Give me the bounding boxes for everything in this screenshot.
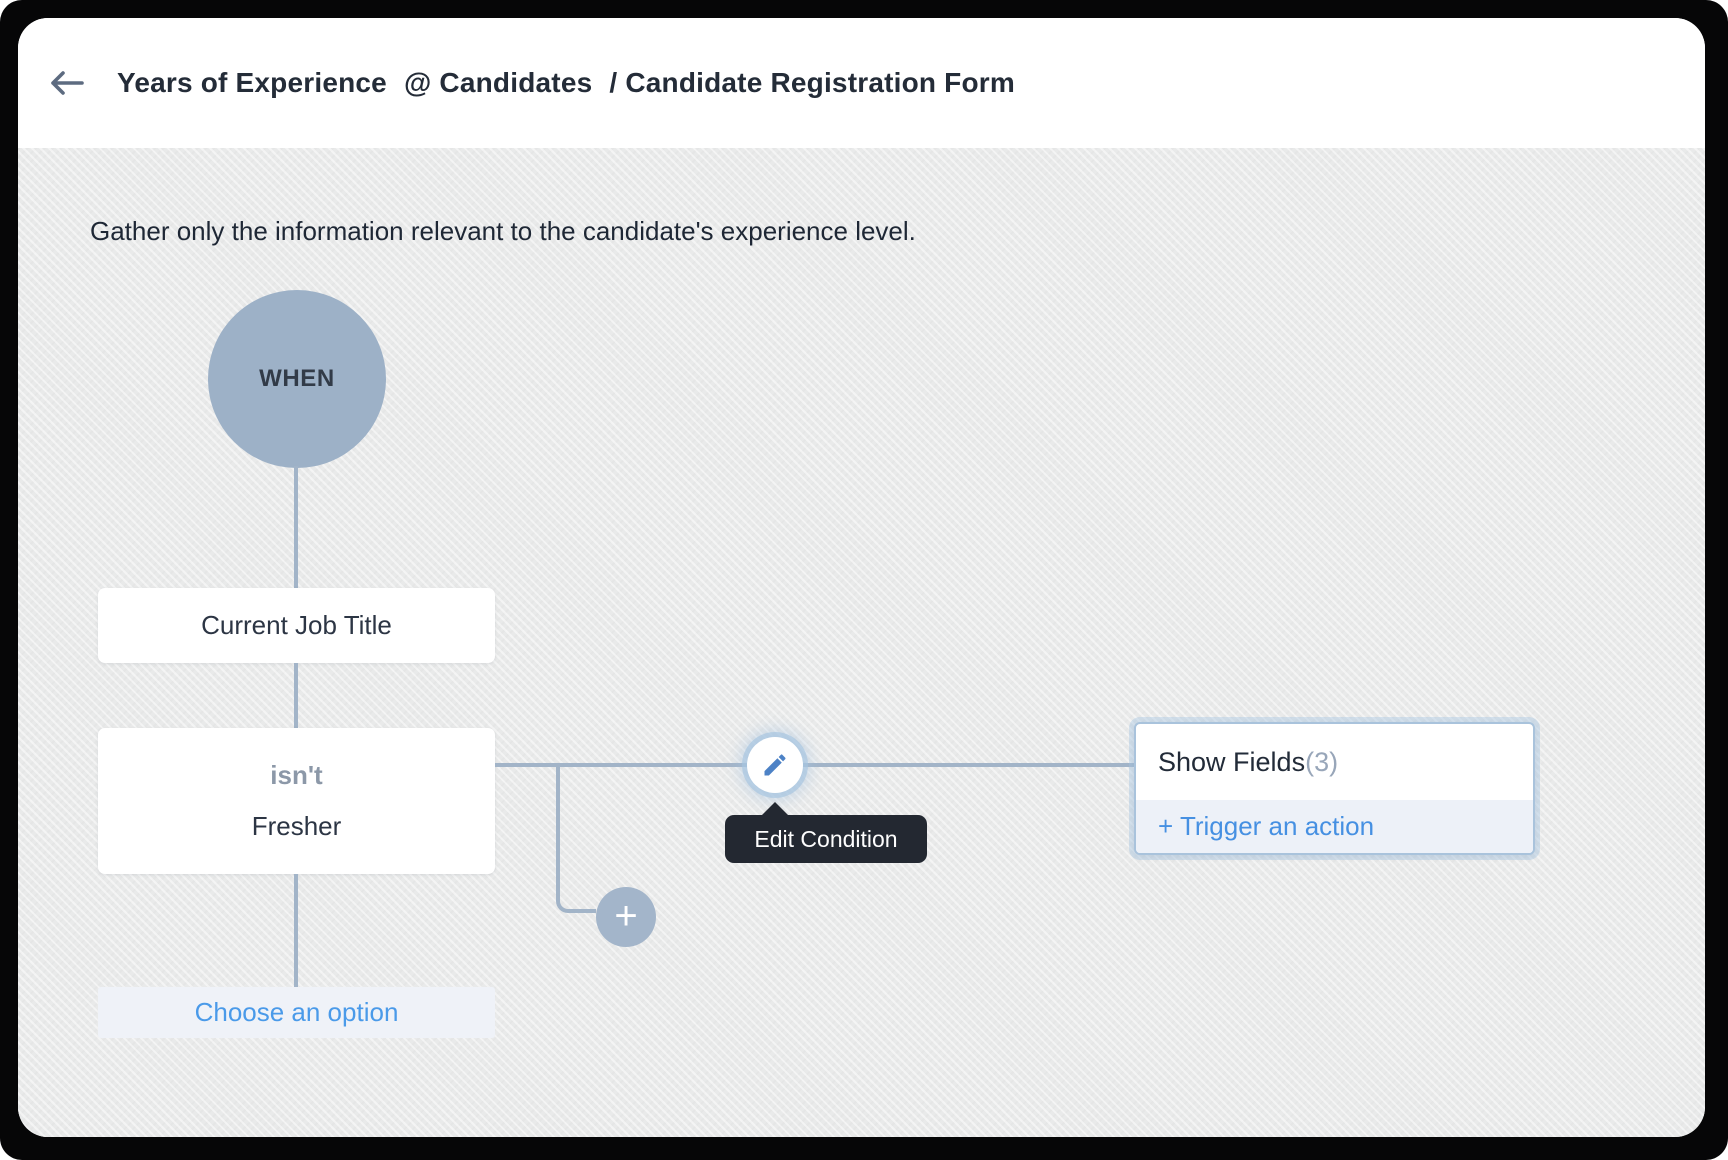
- connector-condition-choose: [294, 874, 298, 987]
- trigger-action-label: + Trigger an action: [1158, 811, 1375, 841]
- condition-operator: isn't: [270, 760, 323, 790]
- pencil-icon: [764, 754, 786, 776]
- condition-node[interactable]: isn't Fresher: [98, 728, 495, 874]
- choose-option-label: Choose an option: [194, 997, 399, 1027]
- choose-option-button[interactable]: Choose an option: [98, 987, 495, 1038]
- tooltip-label: Edit Condition: [754, 825, 898, 852]
- field-label: Current Job Title: [201, 610, 392, 640]
- connector-condition-action: [495, 763, 1134, 767]
- connector-when-field: [294, 466, 298, 588]
- app-window: Years of Experience @ Candidates / Candi…: [18, 18, 1705, 1137]
- show-fields-count: (3): [1305, 746, 1339, 777]
- back-button[interactable]: [45, 63, 89, 103]
- show-fields-row[interactable]: Show Fields(3): [1136, 724, 1533, 800]
- plus-icon: +: [614, 893, 638, 938]
- module-name: @ Candidates: [403, 67, 593, 98]
- trigger-action-button[interactable]: + Trigger an action: [1136, 800, 1533, 853]
- page-title: Years of Experience @ Candidates / Candi…: [117, 18, 1015, 148]
- condition-value: Fresher: [251, 811, 342, 841]
- when-label: WHEN: [259, 365, 335, 392]
- form-name: / Candidate Registration Form: [609, 67, 1015, 98]
- show-fields-label: Show Fields: [1158, 746, 1306, 777]
- arrow-left-icon: [51, 71, 84, 95]
- add-condition-button[interactable]: +: [596, 887, 656, 947]
- connector-field-condition: [294, 663, 298, 728]
- rule-description: Gather only the information relevant to …: [90, 216, 916, 246]
- field-node[interactable]: Current Job Title: [98, 588, 495, 663]
- edit-condition-tooltip: Edit Condition: [725, 802, 927, 863]
- edit-condition-button[interactable]: [747, 737, 803, 793]
- header: Years of Experience @ Candidates / Candi…: [18, 18, 1705, 148]
- connector-branch-elbow: [556, 765, 596, 913]
- rule-name: Years of Experience: [117, 67, 387, 98]
- when-node: WHEN: [208, 290, 386, 468]
- rule-canvas: Gather only the information relevant to …: [18, 148, 1705, 1137]
- tooltip-arrow: [761, 802, 789, 816]
- action-node: Show Fields(3) + Trigger an action: [1134, 722, 1535, 855]
